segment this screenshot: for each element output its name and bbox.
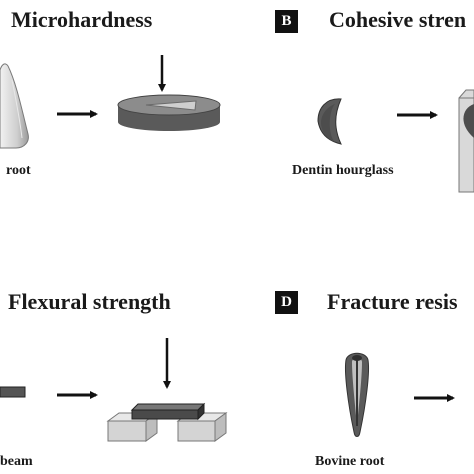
hourglass-shadow (321, 104, 335, 142)
tooth-root-icon (0, 63, 29, 149)
root-disc-icon (117, 94, 221, 131)
panel-b-letter: B (275, 10, 298, 33)
bovine-root-icon (345, 352, 369, 437)
beam-icon (0, 386, 26, 398)
panel-c-title: Flexural strength (8, 289, 171, 314)
panel-b-caption: Dentin hourglass (292, 163, 394, 178)
three-point-bend-icon (106, 402, 228, 442)
panel-a-title: Microhardness (11, 7, 153, 32)
panel-c-caption: beam (0, 454, 33, 469)
panel-a-caption: root (6, 163, 31, 178)
panel-b-title: Cohesive stren (329, 7, 467, 32)
panel-d-caption: Bovine root (315, 454, 385, 469)
specimen-holder-icon (458, 89, 474, 193)
panel-d-title: Fracture resis (327, 289, 458, 314)
panel-d-letter: D (275, 291, 298, 314)
